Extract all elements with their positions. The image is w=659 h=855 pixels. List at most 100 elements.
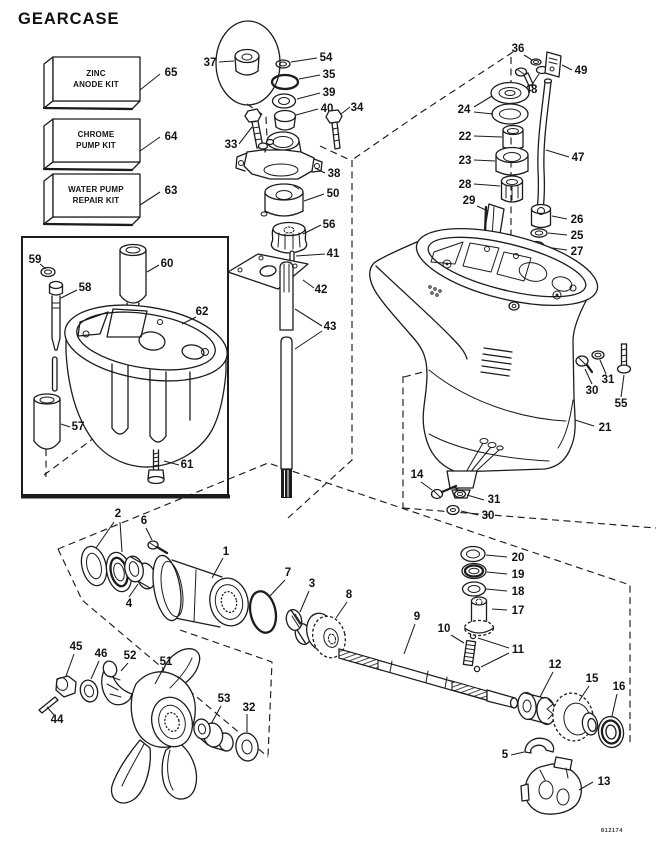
part-28-bushing <box>500 175 524 203</box>
upper-right-group: 36 48 49 24 22 23 <box>458 43 588 258</box>
callout-62: 62 <box>196 306 209 318</box>
part-3-bearing <box>285 609 312 645</box>
part-51-propeller <box>110 648 201 804</box>
callout-60: 60 <box>161 258 174 270</box>
water-pump-group: 37 54 35 39 40 33 34 <box>204 20 364 498</box>
part-12-clutch-dog <box>517 691 556 726</box>
callout-56: 56 <box>323 219 336 231</box>
part-23-bearing <box>495 146 529 176</box>
callout-47: 47 <box>572 152 585 164</box>
callout-12: 12 <box>549 659 562 671</box>
part-17-forward-gear <box>463 596 495 637</box>
part-62-adapter-housing <box>64 304 228 468</box>
callout-2: 2 <box>115 508 121 520</box>
gearcase-rim <box>415 228 599 306</box>
part-30-screw-upper <box>575 355 594 374</box>
part-5-retainer-clip <box>524 737 555 754</box>
lower-assembly-group: 2 6 4 1 7 3 <box>80 508 625 815</box>
part-56-impeller <box>270 221 308 254</box>
part-52-thrust-hub <box>101 660 133 706</box>
callout-30-upper: 30 <box>586 385 599 397</box>
skeg-stub <box>446 470 478 489</box>
callout-27: 27 <box>571 246 584 258</box>
part-1-bearing-housing <box>152 554 249 628</box>
callout-59: 59 <box>29 254 42 266</box>
callout-5: 5 <box>502 749 509 761</box>
part-14-screw <box>430 484 458 500</box>
part-8-pinion-gear <box>306 612 346 659</box>
callout-23: 23 <box>459 155 472 167</box>
part-18-washer <box>461 581 487 597</box>
part-40-cup <box>273 109 297 131</box>
part-48-screw <box>514 67 534 87</box>
callout-54: 54 <box>320 52 333 64</box>
part-6-screw <box>147 540 169 555</box>
part-38-pump-housing <box>235 131 323 180</box>
part-20-washer <box>460 545 486 563</box>
casting-marks <box>428 285 442 297</box>
part-54-ring <box>275 59 291 69</box>
drawing-number: 812174 <box>601 828 623 834</box>
part-31-washer-lower <box>453 489 467 499</box>
part-39-seal <box>271 93 297 109</box>
callout-15: 15 <box>586 673 599 685</box>
callout-29: 29 <box>463 195 476 207</box>
callout-44: 44 <box>51 714 64 726</box>
callout-35: 35 <box>323 69 336 81</box>
part-42-plate <box>227 253 309 290</box>
part-44-shear-pin <box>38 696 59 714</box>
part-11-pin-b <box>473 665 481 673</box>
callout-64: 64 <box>165 131 178 143</box>
part-49-anode-block <box>544 51 562 78</box>
part-46-spacer <box>79 679 99 703</box>
part-35-o-ring <box>270 73 300 91</box>
part-32-thrust-washer <box>235 732 259 762</box>
callout-26: 26 <box>571 214 584 226</box>
part-7-o-ring <box>248 590 278 634</box>
callout-32: 32 <box>243 702 256 714</box>
callout-49: 49 <box>575 65 588 77</box>
callout-50: 50 <box>327 188 340 200</box>
callout-1: 1 <box>223 546 230 558</box>
callout-17: 17 <box>512 605 525 617</box>
callout-8: 8 <box>346 589 353 601</box>
callout-63: 63 <box>165 185 178 197</box>
callout-21: 21 <box>599 422 612 434</box>
callout-57: 57 <box>72 421 85 433</box>
callout-42: 42 <box>315 284 328 296</box>
callout-37: 37 <box>204 57 217 69</box>
part-53-bushing <box>193 718 234 752</box>
part-45-prop-nut <box>55 675 77 698</box>
callout-34: 34 <box>351 102 364 114</box>
part-15-reverse-gear <box>552 692 599 742</box>
kit-water-pump-repair: WATER PUMP REPAIR KIT 63 <box>42 173 178 227</box>
part-16-bearing-seal <box>597 715 625 749</box>
callout-52: 52 <box>124 650 137 662</box>
part-25-washer <box>530 228 548 238</box>
part-9-propeller-shaft <box>338 648 519 709</box>
kit-chrome-line1: CHROME <box>78 130 115 139</box>
part-24-seals <box>490 81 530 125</box>
callout-43: 43 <box>324 321 337 333</box>
callout-55: 55 <box>615 398 628 410</box>
kit-water-line1: WATER PUMP <box>68 185 124 194</box>
callout-24: 24 <box>458 104 471 116</box>
kit-zinc-line2: ANODE KIT <box>73 80 119 89</box>
callout-38: 38 <box>328 168 341 180</box>
callout-6: 6 <box>141 515 147 527</box>
part-10-spring <box>462 639 477 667</box>
callout-18: 18 <box>512 586 525 598</box>
part-61-bolt <box>147 449 165 485</box>
water-intake-gills <box>480 347 513 377</box>
part-58-valve <box>48 280 64 392</box>
part-34-screw <box>325 109 343 150</box>
callout-11: 11 <box>512 644 525 656</box>
callout-10: 10 <box>438 623 451 635</box>
part-50-pump-cup <box>260 183 304 217</box>
callout-13: 13 <box>598 776 611 788</box>
kit-chrome-line2: PUMP KIT <box>76 141 116 150</box>
part-37-grommet <box>234 48 260 76</box>
callout-25: 25 <box>571 230 584 242</box>
